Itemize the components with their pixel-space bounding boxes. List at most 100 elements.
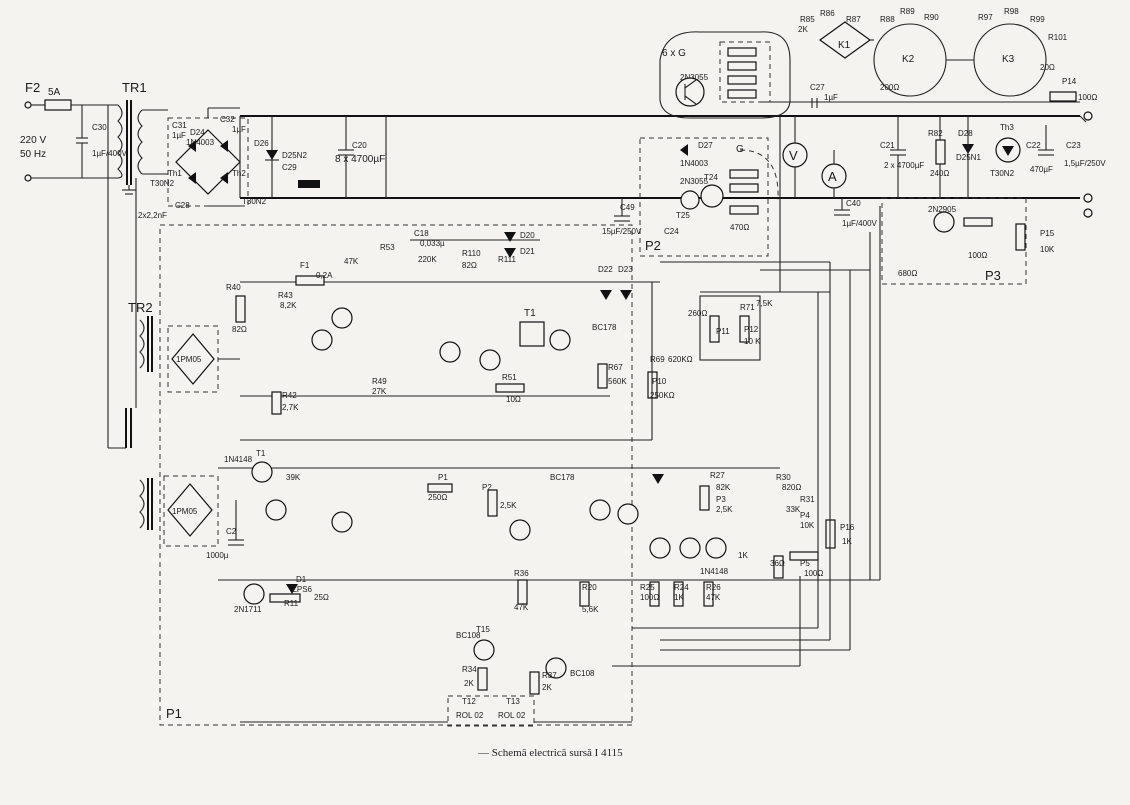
c20-value: 8 x 4700µF — [335, 154, 385, 165]
transformer-tr2: TR2 — [107, 105, 153, 530]
c18-label: C18 — [414, 229, 429, 238]
schematic-caption: — Schemă electrică sursă I 4115 — [477, 747, 623, 759]
r69-label: R69 — [650, 355, 665, 364]
rol-right-label: ROL 02 — [498, 711, 526, 720]
c49-label: C49 — [620, 203, 635, 212]
r51-value: 10Ω — [506, 395, 521, 404]
fuse-label: F2 — [25, 80, 40, 95]
c32-label: C32 — [220, 115, 235, 124]
d6-type: 1N4148 — [224, 455, 253, 464]
d24-type: 1N4003 — [186, 138, 215, 147]
c22-value: 470µF — [1030, 165, 1053, 174]
rol-left-label: ROL 02 — [456, 711, 484, 720]
r32-value: 36Ω — [770, 559, 785, 568]
c28-label: C28 — [175, 201, 190, 210]
p11-label: P11 — [716, 327, 730, 336]
t12-label: T12 — [462, 697, 476, 706]
d27-type: 1N4003 — [680, 159, 709, 168]
c21-label: C21 — [880, 141, 895, 150]
upper-bridge-type: 1PM05 — [176, 355, 202, 364]
p3-label: P3 — [985, 268, 1001, 283]
interconnect-wires — [612, 116, 881, 667]
p14-label: P14 — [1062, 77, 1077, 86]
r80-value: 100Ω — [968, 251, 987, 260]
r71-value: 7,5K — [756, 299, 773, 308]
voltmeter-label: V — [789, 148, 798, 163]
r30-value: 820Ω — [782, 483, 801, 492]
tr1-label: TR1 — [122, 80, 147, 95]
c24-label: C24 — [664, 227, 679, 236]
mains-input: F2 5A 220 V 50 Hz C30 1µF/400V — [20, 80, 128, 182]
r87-label: R87 — [846, 15, 861, 24]
f1-label: F1 — [300, 261, 310, 270]
p4-pot-label: P4 — [800, 511, 810, 520]
r20-value: 5,6K — [582, 605, 599, 614]
p14-value: 100Ω — [1078, 93, 1097, 102]
r49-value: 27K — [372, 387, 387, 396]
p12-value: 10 K — [744, 337, 761, 346]
p2-pot-label: P2 — [482, 483, 492, 492]
r67-value: 560K — [608, 377, 627, 386]
c2-label: C2 — [226, 527, 237, 536]
upper-p1-circuit: F1 0,2A R40 82Ω R42 2,7K R43 8,2K R49 27… — [226, 229, 693, 441]
block-p1: P1 — [159, 224, 633, 726]
c30-label: C30 — [92, 123, 107, 132]
c40-label: C40 — [846, 199, 861, 208]
d27-label: D27 — [698, 141, 713, 150]
t7-type: BC178 — [550, 473, 575, 482]
r74-value: 470Ω — [730, 223, 749, 232]
d20-label: D20 — [520, 231, 535, 240]
c30-value: 1µF/400V — [92, 149, 128, 158]
r31-value: 33K — [786, 505, 801, 514]
r27-label: R27 — [710, 471, 725, 480]
p2-pot-value: 2,5K — [500, 501, 517, 510]
d26-type: D25N2 — [282, 151, 307, 160]
c21-value: 2 x 4700µF — [884, 161, 924, 170]
pass-group-label: 6 x G — [662, 48, 686, 59]
d21-label: D21 — [520, 247, 535, 256]
meters: V A C40 1µF/400V — [782, 116, 878, 228]
r111-label: R111 — [498, 255, 516, 264]
p15-value: 10K — [1040, 245, 1055, 254]
t25-type: 2N2905 — [928, 205, 957, 214]
fuse-rating: 5A — [48, 87, 61, 98]
r67-label: R67 — [608, 363, 623, 372]
c49-value: 15µF/250V — [602, 227, 642, 236]
p1-pot-value: 250Ω — [428, 493, 447, 502]
mains-voltage: 220 V — [20, 135, 46, 146]
p11-p12-group: 260Ω P11 P12 10 K R71 7,5K — [688, 291, 830, 361]
transformer-tr1: TR1 — [117, 80, 168, 195]
p1-label: P1 — [166, 706, 182, 721]
r43-label: R43 — [278, 291, 293, 300]
th3-type: T30N2 — [990, 169, 1015, 178]
t24-label: T24 — [704, 173, 718, 182]
t1-lower-label: T1 — [256, 449, 266, 458]
r85-label: R85 — [800, 15, 815, 24]
p3-pot-label: P3 — [716, 495, 726, 504]
p15-label: P15 — [1040, 229, 1055, 238]
p1-pot-label: P1 — [438, 473, 448, 482]
r101-label: R101 — [1048, 33, 1068, 42]
p11-value: 260Ω — [688, 309, 707, 318]
r78-value: 680Ω — [898, 269, 917, 278]
upper-bridge: 1PM05 — [167, 325, 240, 393]
c40-value: 1µF/400V — [842, 219, 878, 228]
d1-label: D1 — [296, 575, 307, 584]
c18-value: 0,033µ — [420, 239, 445, 248]
r37-label: R37 — [542, 671, 557, 680]
r25-value: 100Ω — [640, 593, 659, 602]
r2-value: 39K — [286, 473, 301, 482]
c23-label: C23 — [1066, 141, 1081, 150]
c22-label: C22 — [1026, 141, 1041, 150]
r30-label: R30 — [776, 473, 791, 482]
p10-label: P10 — [652, 377, 667, 386]
r49-label: R49 — [372, 377, 387, 386]
d8-type: 1N4148 — [700, 567, 729, 576]
pass-transistor-type: 2N3055 — [680, 73, 709, 82]
r27-value: 82K — [716, 483, 731, 492]
r37-value: 2K — [542, 683, 552, 692]
c27-value: 1µF — [824, 93, 838, 102]
r20-label: R20 — [582, 583, 597, 592]
r98-label: R98 — [1004, 7, 1019, 16]
